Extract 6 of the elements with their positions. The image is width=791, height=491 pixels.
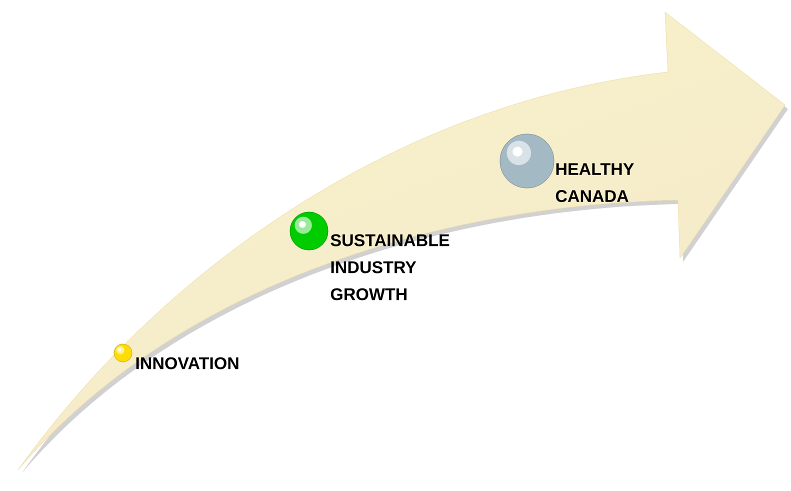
sphere-label: SUSTAINABLE INDUSTRY GROWTH bbox=[330, 234, 450, 300]
sphere-label: HEALTHY CANADA bbox=[556, 163, 634, 202]
sphere bbox=[500, 134, 554, 188]
sphere-label: INNOVATION bbox=[136, 357, 238, 370]
sphere bbox=[114, 344, 132, 362]
sphere bbox=[290, 212, 328, 250]
